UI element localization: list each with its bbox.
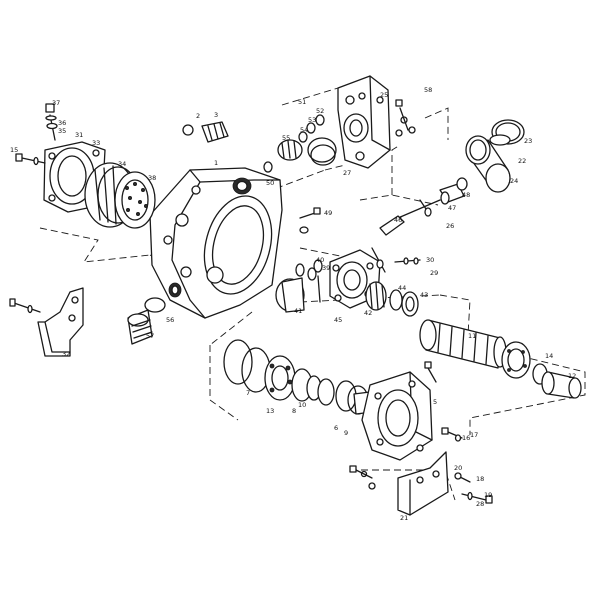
part-number-label-51: 51 (298, 98, 306, 106)
part-number-label-50: 50 (266, 179, 274, 187)
part-number-label-13: 13 (266, 407, 274, 415)
part-number-label-23: 23 (524, 137, 532, 145)
lower-bracket (349, 427, 493, 516)
part-number-label-34: 34 (118, 160, 126, 168)
top-fitting (182, 121, 229, 143)
part-number-label-36: 36 (58, 119, 66, 127)
lower-flange-housing (361, 361, 437, 461)
right-top-parts (379, 99, 525, 236)
part-number-label-25: 25 (380, 91, 388, 99)
part-number-label-8: 8 (292, 407, 296, 415)
part-number-label-6: 6 (334, 424, 338, 432)
part-number-label-45: 45 (334, 316, 342, 324)
part-number-label-17: 17 (470, 431, 478, 439)
part-number-label-56: 56 (166, 316, 174, 324)
part-number-label-38: 38 (148, 174, 156, 182)
part-number-label-57: 57 (146, 332, 154, 340)
part-number-label-20: 20 (454, 464, 462, 472)
part-number-label-54: 54 (300, 126, 308, 134)
part-number-label-16: 16 (462, 434, 470, 442)
valve-block (263, 75, 391, 173)
motor-end-assembly (15, 103, 156, 229)
part-number-label-27: 27 (343, 169, 351, 177)
part-number-label-48: 48 (462, 191, 470, 199)
part-number-label-11: 11 (468, 332, 476, 340)
part-number-label-28: 28 (476, 500, 484, 508)
part-number-label-46: 46 (394, 216, 402, 224)
part-number-label-32: 32 (62, 350, 70, 358)
part-number-label-55: 55 (282, 134, 290, 142)
part-number-label-22: 22 (518, 157, 526, 165)
part-number-label-52: 52 (316, 107, 324, 115)
part-number-label-53: 53 (308, 116, 316, 124)
main-housing (149, 167, 283, 319)
part-number-label-10: 10 (298, 401, 306, 409)
part-number-label-21: 21 (400, 514, 408, 522)
part-number-label-31: 31 (75, 131, 83, 139)
output-shaft (419, 319, 582, 399)
part-number-label-37: 37 (52, 99, 60, 107)
part-number-label-3: 3 (214, 111, 218, 119)
part-number-label-43: 43 (420, 291, 428, 299)
part-number-label-9: 9 (344, 429, 348, 437)
part-number-label-12: 12 (568, 372, 576, 380)
part-number-label-33: 33 (92, 139, 100, 147)
part-number-label-29: 29 (430, 269, 438, 277)
part-number-label-41: 41 (294, 307, 302, 315)
left-mounting-bracket (9, 287, 84, 357)
part-number-label-44: 44 (398, 284, 406, 292)
part-number-label-18: 18 (476, 475, 484, 483)
part-number-label-15: 15 (10, 146, 18, 154)
part-number-label-24: 24 (510, 177, 518, 185)
part-number-label-40: 40 (316, 256, 324, 264)
part-number-label-49: 49 (324, 209, 332, 217)
gear-coupling-group (275, 247, 421, 317)
part-number-label-19: 19 (484, 491, 492, 499)
part-number-label-1: 1 (214, 159, 218, 167)
part-number-label-42: 42 (364, 309, 372, 317)
part-number-label-39: 39 (322, 264, 330, 272)
part-number-label-14: 14 (545, 352, 553, 360)
part-number-label-26: 26 (446, 222, 454, 230)
misc-small-parts (127, 137, 337, 345)
part-number-label-30: 30 (426, 256, 434, 264)
part-number-label-2: 2 (196, 112, 200, 120)
part-number-label-47: 47 (448, 204, 456, 212)
part-number-label-35: 35 (58, 127, 66, 135)
part-number-label-5: 5 (433, 398, 437, 406)
part-number-label-58: 58 (424, 86, 432, 94)
part-number-label-7: 7 (246, 389, 250, 397)
